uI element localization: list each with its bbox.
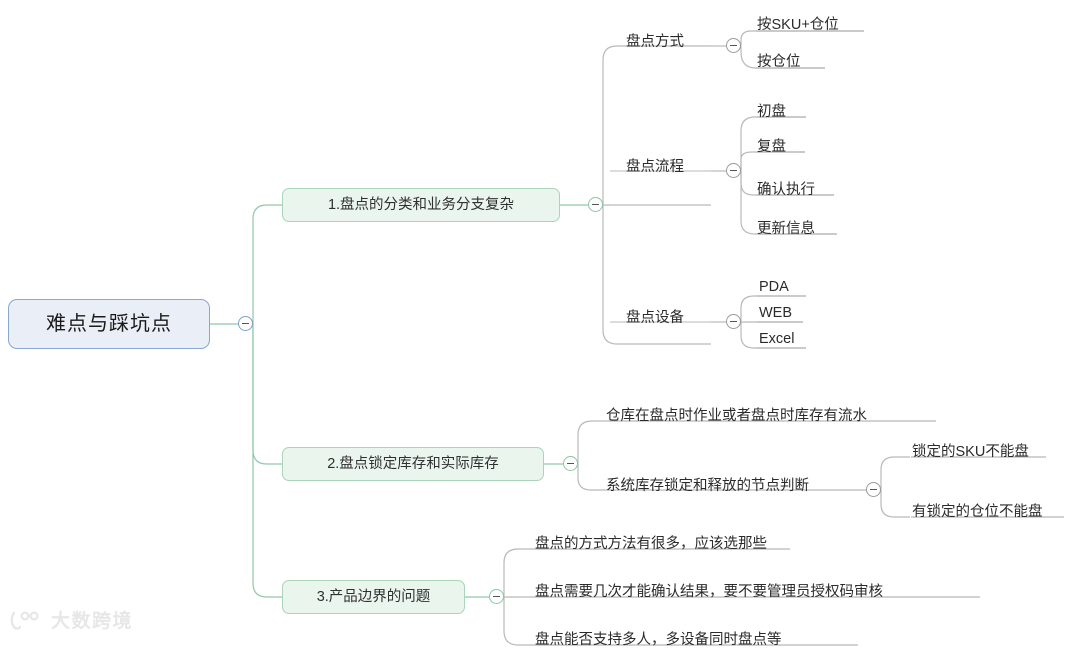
root-node[interactable]: 难点与踩坑点 (8, 299, 210, 349)
leaf-recount-label: 复盘 (757, 139, 786, 155)
leaf-web-label: WEB (759, 305, 793, 321)
root-collapse-toggle[interactable] (238, 316, 253, 331)
branch-node-1-label: 1.盘点的分类和业务分支复杂 (327, 196, 515, 213)
leaf-update-info-label: 更新信息 (757, 221, 815, 237)
subnode-panning-flow-label: 盘点流程 (626, 159, 684, 175)
subnode-panning-flow-toggle[interactable] (726, 163, 741, 178)
leaf-warehouse-operating-during-count[interactable]: 仓库在盘点时作业或者盘点时库存有流水 (606, 404, 867, 425)
brand-logo-icon (10, 610, 39, 630)
subnode-panning-device-toggle[interactable] (726, 314, 741, 329)
leaf-which-count-method-label: 盘点的方式方法有很多，应该选那些 (535, 536, 767, 552)
leaf-update-info[interactable]: 更新信息 (757, 217, 815, 238)
leaf-multi-user-device-support[interactable]: 盘点能否支持多人，多设备同时盘点等 (535, 628, 782, 649)
subnode-panning-device[interactable]: 盘点设备 (626, 306, 684, 327)
leaf-by-sku-location-label: 按SKU+仓位 (757, 17, 839, 33)
leaf-confirm-execute-label: 确认执行 (757, 182, 815, 198)
subnode-lock-release-node-judgement-label: 系统库存锁定和释放的节点判断 (606, 478, 809, 494)
leaf-multi-user-device-support-label: 盘点能否支持多人，多设备同时盘点等 (535, 632, 782, 648)
leaf-by-location-label: 按仓位 (757, 54, 801, 70)
subnode-panning-method[interactable]: 盘点方式 (626, 30, 684, 51)
root-node-label: 难点与踩坑点 (46, 313, 172, 335)
subnode-panning-device-label: 盘点设备 (626, 310, 684, 326)
leaf-by-sku-location[interactable]: 按SKU+仓位 (757, 13, 839, 34)
watermark-text: 大数跨境 (51, 611, 134, 632)
leaf-recount[interactable]: 复盘 (757, 135, 786, 156)
subnode-panning-flow[interactable]: 盘点流程 (626, 155, 684, 176)
leaf-confirm-execute[interactable]: 确认执行 (757, 178, 815, 199)
branch-node-1[interactable]: 1.盘点的分类和业务分支复杂 (282, 188, 560, 222)
leaf-by-location[interactable]: 按仓位 (757, 50, 801, 71)
leaf-how-many-times-confirm[interactable]: 盘点需要几次才能确认结果，要不要管理员授权码审核 (535, 580, 883, 601)
leaf-which-count-method[interactable]: 盘点的方式方法有很多，应该选那些 (535, 532, 767, 553)
branch-node-3[interactable]: 3.产品边界的问题 (282, 580, 465, 614)
branch-node-2-label: 2.盘点锁定库存和实际库存 (327, 455, 499, 472)
branch-1-collapse-toggle[interactable] (588, 197, 603, 212)
subnode-lock-release-node-judgement[interactable]: 系统库存锁定和释放的节点判断 (606, 474, 809, 495)
leaf-locked-location-cannot-count[interactable]: 有锁定的仓位不能盘 (912, 500, 1043, 521)
leaf-pda[interactable]: PDA (759, 279, 789, 295)
leaf-locked-sku-cannot-count[interactable]: 锁定的SKU不能盘 (912, 440, 1029, 461)
subnode-lock-release-toggle[interactable] (866, 482, 881, 497)
leaf-first-count[interactable]: 初盘 (757, 100, 786, 121)
subnode-panning-method-label: 盘点方式 (626, 34, 684, 50)
leaf-locked-sku-cannot-count-label: 锁定的SKU不能盘 (912, 444, 1029, 460)
branch-node-3-label: 3.产品边界的问题 (316, 588, 431, 605)
branch-3-collapse-toggle[interactable] (489, 589, 504, 604)
leaf-excel-label: Excel (759, 331, 795, 347)
leaf-pda-label: PDA (759, 279, 789, 295)
subnode-panning-method-toggle[interactable] (726, 38, 741, 53)
leaf-how-many-times-confirm-label: 盘点需要几次才能确认结果，要不要管理员授权码审核 (535, 584, 883, 600)
leaf-warehouse-operating-during-count-label: 仓库在盘点时作业或者盘点时库存有流水 (606, 408, 867, 424)
watermark: 大数跨境 (10, 606, 133, 633)
leaf-first-count-label: 初盘 (757, 104, 786, 120)
leaf-locked-location-cannot-count-label: 有锁定的仓位不能盘 (912, 504, 1043, 520)
leaf-excel[interactable]: Excel (759, 331, 794, 347)
leaf-web[interactable]: WEB (759, 305, 792, 321)
branch-2-collapse-toggle[interactable] (563, 456, 578, 471)
branch-node-2[interactable]: 2.盘点锁定库存和实际库存 (282, 447, 544, 481)
